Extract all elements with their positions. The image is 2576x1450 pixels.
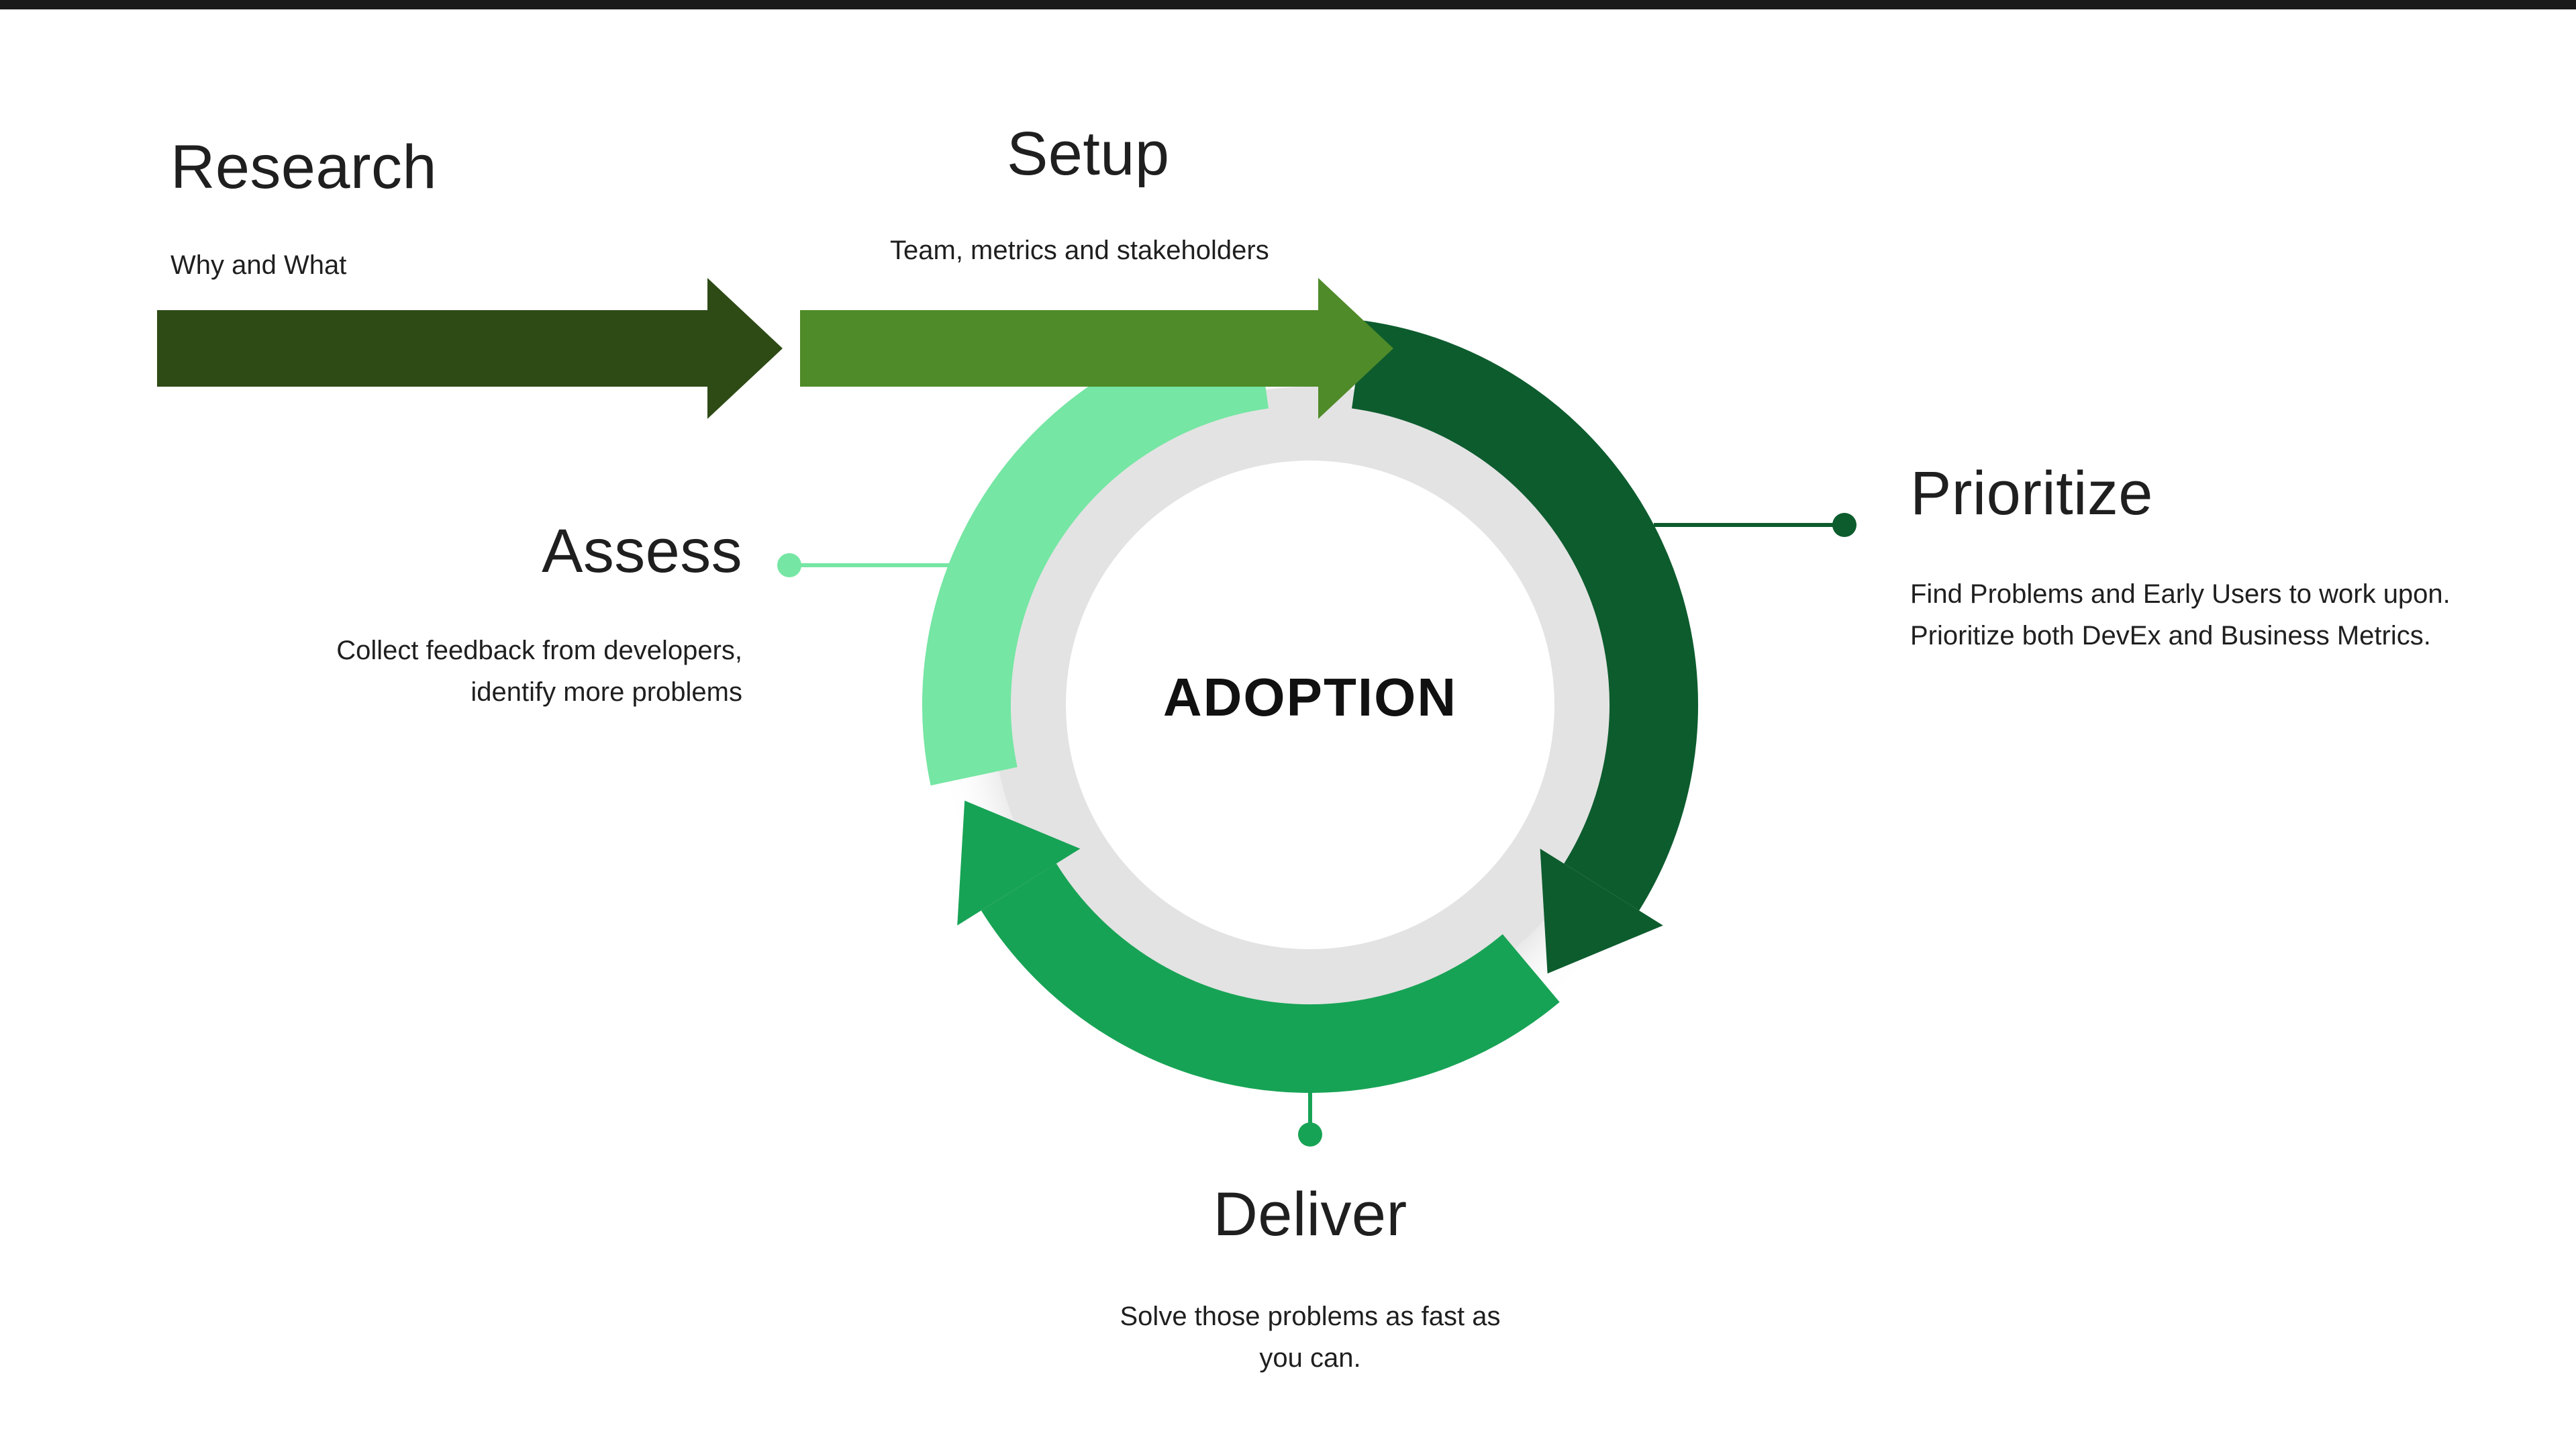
setup-arrow-icon: [800, 278, 1393, 419]
cycle-arrowhead-dark-icon: [1540, 849, 1663, 974]
setup-title: Setup: [1007, 118, 1170, 188]
cycle-arc-dark: [1351, 320, 1698, 911]
cycle-arc-medium: [981, 863, 1560, 1094]
setup-subtitle: Team, metrics and stakeholders: [890, 236, 1269, 266]
adoption-label: ADOPTION: [1162, 669, 1458, 728]
top-bar: [0, 0, 2576, 9]
deliver-description: Solve those problems as fast as you can.: [1120, 1302, 1501, 1373]
research-arrow-icon: [157, 278, 783, 419]
deliver-connector-dot: [1298, 1122, 1322, 1147]
research-title: Research: [170, 132, 437, 201]
prioritize-connector-dot: [1832, 513, 1856, 537]
prioritize-description: Find Problems and Early Users to work up…: [1910, 580, 2450, 651]
deliver-title: Deliver: [1213, 1179, 1407, 1249]
assess-connector-dot: [777, 553, 801, 577]
assess-title: Assess: [542, 516, 742, 585]
research-subtitle: Why and What: [170, 251, 347, 281]
adoption-ring-gray: [992, 387, 1628, 1023]
adoption-center-circle: [1066, 461, 1554, 949]
cycle-arc-light: [922, 320, 1269, 786]
assess-description: Collect feedback from developers, identi…: [336, 636, 742, 708]
cycle-arrowhead-medium-icon: [957, 800, 1081, 926]
prioritize-title: Prioritize: [1910, 458, 2153, 528]
